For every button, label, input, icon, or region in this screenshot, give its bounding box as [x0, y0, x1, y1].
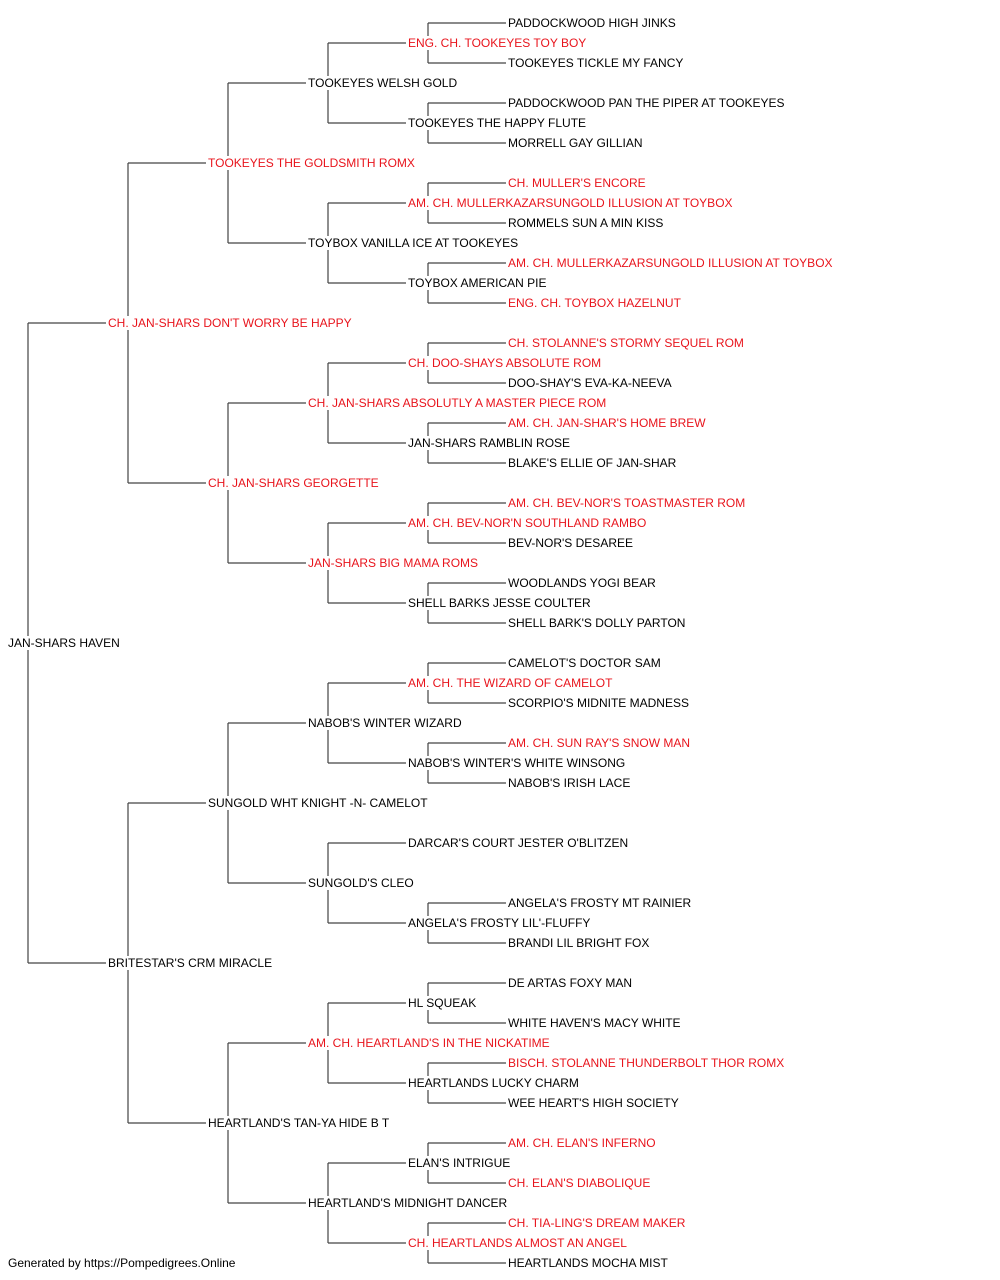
pedigree-node: SCORPIO'S MIDNITE MADNESS: [507, 696, 690, 710]
pedigree-node: CH. MULLER'S ENCORE: [507, 176, 647, 190]
pedigree-node: CH. JAN-SHARS GEORGETTE: [207, 476, 380, 490]
pedigree-node: WEE HEART'S HIGH SOCIETY: [507, 1096, 680, 1110]
pedigree-node: NABOB'S IRISH LACE: [507, 776, 632, 790]
pedigree-node: AM. CH. MULLERKAZARSUNGOLD ILLUSION AT T…: [507, 256, 834, 270]
pedigree-node: MORRELL GAY GILLIAN: [507, 136, 644, 150]
pedigree-node: BLAKE'S ELLIE OF JAN-SHAR: [507, 456, 678, 470]
pedigree-node: AM. CH. SUN RAY'S SNOW MAN: [507, 736, 692, 750]
pedigree-node: BRITESTAR'S CRM MIRACLE: [107, 956, 274, 970]
pedigree-node: JAN-SHARS RAMBLIN ROSE: [407, 436, 572, 450]
pedigree-node: DOO-SHAY'S EVA-KA-NEEVA: [507, 376, 673, 390]
pedigree-node: ENG. CH. TOOKEYES TOY BOY: [407, 36, 588, 50]
pedigree-node: HEARTLAND'S TAN-YA HIDE B T: [207, 1116, 391, 1130]
pedigree-node: ENG. CH. TOYBOX HAZELNUT: [507, 296, 682, 310]
pedigree-node: TOOKEYES WELSH GOLD: [307, 76, 459, 90]
pedigree-node: JAN-SHARS BIG MAMA ROMS: [307, 556, 480, 570]
pedigree-node: CH. TIA-LING'S DREAM MAKER: [507, 1216, 687, 1230]
pedigree-node: JAN-SHARS HAVEN: [7, 636, 121, 650]
pedigree-node: SUNGOLD'S CLEO: [307, 876, 415, 890]
pedigree-node: CH. ELAN'S DIABOLIQUE: [507, 1176, 652, 1190]
pedigree-node: TOOKEYES TICKLE MY FANCY: [507, 56, 685, 70]
pedigree-node: ANGELA'S FROSTY MT RAINIER: [507, 896, 693, 910]
pedigree-node: CH. HEARTLANDS ALMOST AN ANGEL: [407, 1236, 628, 1250]
pedigree-node: PADDOCKWOOD HIGH JINKS: [507, 16, 677, 30]
pedigree-node: TOOKEYES THE HAPPY FLUTE: [407, 116, 588, 130]
pedigree-node: AM. CH. HEARTLAND'S IN THE NICKATIME: [307, 1036, 551, 1050]
pedigree-node: TOOKEYES THE GOLDSMITH ROMX: [207, 156, 416, 170]
pedigree-node: HEARTLANDS LUCKY CHARM: [407, 1076, 580, 1090]
pedigree-node: DARCAR'S COURT JESTER O'BLITZEN: [407, 836, 630, 850]
pedigree-node: TOYBOX AMERICAN PIE: [407, 276, 548, 290]
pedigree-node: AM. CH. BEV-NOR'S TOASTMASTER ROM: [507, 496, 747, 510]
pedigree-node: BEV-NOR'S DESAREE: [507, 536, 634, 550]
pedigree-node: TOYBOX VANILLA ICE AT TOOKEYES: [307, 236, 520, 250]
pedigree-node: CH. JAN-SHARS DON'T WORRY BE HAPPY: [107, 316, 353, 330]
pedigree-node: NABOB'S WINTER WIZARD: [307, 716, 463, 730]
pedigree-node: ANGELA'S FROSTY LIL'-FLUFFY: [407, 916, 592, 930]
pedigree-node: AM. CH. BEV-NOR'N SOUTHLAND RAMBO: [407, 516, 648, 530]
pedigree-node: DE ARTAS FOXY MAN: [507, 976, 634, 990]
pedigree-node: NABOB'S WINTER'S WHITE WINSONG: [407, 756, 627, 770]
generated-by-footer: Generated by https://Pompedigrees.Online: [8, 1256, 236, 1270]
pedigree-node: BRANDI LIL BRIGHT FOX: [507, 936, 651, 950]
pedigree-node: AM. CH. THE WIZARD OF CAMELOT: [407, 676, 614, 690]
pedigree-node: BISCH. STOLANNE THUNDERBOLT THOR ROMX: [507, 1056, 786, 1070]
pedigree-node: ROMMELS SUN A MIN KISS: [507, 216, 665, 230]
pedigree-node: CAMELOT'S DOCTOR SAM: [507, 656, 662, 670]
pedigree-node: SHELL BARK'S DOLLY PARTON: [507, 616, 687, 630]
pedigree-node: AM. CH. ELAN'S INFERNO: [507, 1136, 657, 1150]
pedigree-node: AM. CH. MULLERKAZARSUNGOLD ILLUSION AT T…: [407, 196, 734, 210]
pedigree-node: PADDOCKWOOD PAN THE PIPER AT TOOKEYES: [507, 96, 786, 110]
pedigree-node: CH. JAN-SHARS ABSOLUTLY A MASTER PIECE R…: [307, 396, 608, 410]
pedigree-node: AM. CH. JAN-SHAR'S HOME BREW: [507, 416, 707, 430]
pedigree-node: HL SQUEAK: [407, 996, 478, 1010]
pedigree-node: CH. DOO-SHAYS ABSOLUTE ROM: [407, 356, 603, 370]
pedigree-node: WOODLANDS YOGI BEAR: [507, 576, 657, 590]
pedigree-node: HEARTLANDS MOCHA MIST: [507, 1256, 669, 1270]
pedigree-node: ELAN'S INTRIGUE: [407, 1156, 512, 1170]
pedigree-node: HEARTLAND'S MIDNIGHT DANCER: [307, 1196, 509, 1210]
pedigree-node: WHITE HAVEN'S MACY WHITE: [507, 1016, 682, 1030]
pedigree-node: SUNGOLD WHT KNIGHT -N- CAMELOT: [207, 796, 429, 810]
pedigree-node: SHELL BARKS JESSE COULTER: [407, 596, 592, 610]
pedigree-node: CH. STOLANNE'S STORMY SEQUEL ROM: [507, 336, 745, 350]
